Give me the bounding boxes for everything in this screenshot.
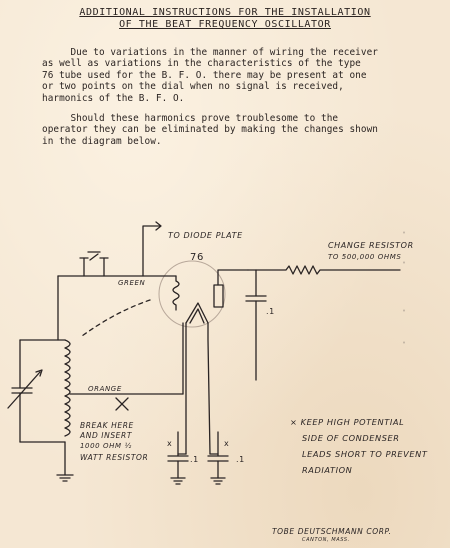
cathode-leads — [177, 322, 219, 455]
plate-lead — [217, 269, 249, 286]
document-title-line-1: ADDITIONAL INSTRUCTIONS FOR THE INSTALLA… — [79, 7, 371, 18]
footer-company: TOBE DEUTSCHMANN CORP. — [272, 527, 392, 536]
label-to-diode-plate: TO DIODE PLATE — [168, 231, 243, 240]
note-line-4: RADIATION — [302, 465, 353, 475]
label-x-mark-left: x — [167, 439, 173, 448]
tube-grid-coil — [172, 275, 180, 311]
paragraph-1-line: Due to variations in the manner of wirin… — [42, 47, 378, 58]
label-break-4: WATT RESISTOR — [80, 453, 149, 462]
label-x-mark-right: x — [224, 439, 230, 448]
plate-resistor — [247, 265, 401, 275]
paragraph-2-line: operator they can be eliminated by makin… — [42, 124, 378, 135]
paragraph-1-line: or two points on the dial when no signal… — [42, 81, 344, 92]
paragraph-1-line: 76 tube used for the B. F. O. there may … — [42, 70, 367, 81]
bottom-capacitor-left — [167, 431, 189, 485]
label-break-1: BREAK HERE — [80, 421, 134, 430]
note-line-2: SIDE OF CONDENSER — [302, 433, 400, 443]
footer-city: CANTON, MASS. — [302, 537, 350, 543]
diode-plate-lead — [142, 221, 162, 277]
note-line-3: LEADS SHORT TO PREVENT — [302, 449, 428, 459]
bottom-capacitor-right — [207, 431, 229, 485]
paragraph-1-line: as well as variations in the characteris… — [42, 58, 361, 69]
tube-envelope — [158, 260, 226, 328]
green-lead — [57, 251, 177, 277]
label-break-3: 1000 OHM ½ — [80, 442, 132, 450]
gang-dashed-line — [81, 299, 151, 337]
tank-circuit — [7, 275, 74, 482]
label-orange: ORANGE — [88, 385, 122, 393]
paragraph-1-line: harmonics of the B. F. O. — [42, 93, 185, 104]
tube-cathode-inner — [189, 308, 205, 324]
label-plate-cap-value: .1 — [266, 307, 275, 316]
tube-cathode — [185, 302, 209, 324]
orange-lead — [69, 322, 184, 411]
label-change-resistor-1: CHANGE RESISTOR — [328, 241, 414, 250]
paragraph-2-line: in the diagram below. — [42, 136, 162, 147]
tube-plate — [213, 284, 224, 308]
paragraph-2-line: Should these harmonics prove troublesome… — [42, 113, 339, 124]
label-break-2: AND INSERT — [80, 431, 133, 440]
label-tube-number: 76 — [190, 252, 204, 263]
label-bottom-cap-right-value: .1 — [236, 455, 245, 464]
document-title-line-2: OF THE BEAT FREQUENCY OSCILLATOR — [119, 19, 331, 30]
label-change-resistor-2: TO 500,000 OHMS — [328, 253, 402, 261]
label-bottom-cap-left-value: .1 — [190, 455, 199, 464]
note-line-1: × KEEP HIGH POTENTIAL — [290, 417, 405, 427]
label-green: GREEN — [118, 279, 146, 287]
plate-bypass-capacitor — [245, 269, 267, 381]
